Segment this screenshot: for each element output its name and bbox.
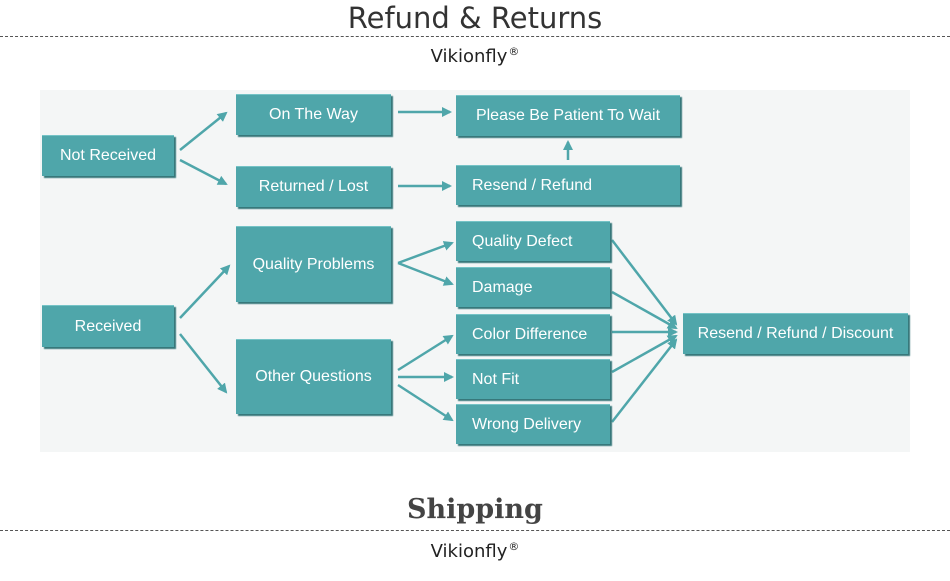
- arrow-not-received-to-returned-lost: [179, 158, 228, 186]
- footer-registered-mark: ®: [508, 540, 520, 553]
- arrow-damage-to-outcome: [611, 290, 678, 330]
- arrow-received-to-quality-problems: [179, 264, 231, 319]
- node-quality-defect: Quality Defect: [456, 221, 610, 261]
- page-title: Refund & Returns: [347, 1, 603, 35]
- node-please-wait: Please Be Patient To Wait: [456, 95, 680, 136]
- header-divider: [0, 36, 950, 37]
- node-wrong-delivery: Wrong Delivery: [456, 404, 610, 444]
- footer-brand-logo: Vikionfly®: [0, 536, 950, 563]
- arrow-not-fit-to-outcome: [611, 334, 678, 374]
- footer-brand-name: Vikionfly: [430, 541, 508, 562]
- node-resend-refund: Resend / Refund: [456, 165, 680, 205]
- node-not-received: Not Received: [42, 135, 174, 176]
- node-damage: Damage: [456, 267, 610, 307]
- node-received: Received: [42, 305, 174, 347]
- node-resend-refund-discount: Resend / Refund / Discount: [683, 313, 908, 354]
- shipping-title: Shipping: [407, 494, 543, 525]
- footer-divider: [0, 530, 950, 531]
- node-not-fit: Not Fit: [456, 359, 610, 399]
- node-color-difference: Color Difference: [456, 314, 610, 354]
- node-returned-lost: Returned / Lost: [236, 166, 391, 207]
- arrow-other-questions-to-color-difference: [397, 334, 454, 372]
- brand-logo: Vikionfly®: [0, 41, 950, 68]
- arrow-other-questions-to-wrong-delivery: [397, 383, 454, 422]
- arrow-quality-problems-to-damage: [397, 261, 454, 286]
- arrow-quality-defect-to-outcome: [611, 239, 678, 326]
- arrow-not-received-to-on-the-way: [179, 111, 228, 151]
- node-on-the-way: On The Way: [236, 94, 391, 135]
- arrow-received-to-other-questions: [179, 333, 228, 394]
- arrow-wrong-delivery-to-outcome: [611, 338, 678, 423]
- arrow-quality-problems-to-quality-defect: [397, 241, 454, 265]
- registered-mark: ®: [508, 45, 520, 58]
- node-other-questions: Other Questions: [236, 339, 391, 414]
- node-quality-problems: Quality Problems: [236, 226, 391, 302]
- brand-name: Vikionfly: [430, 46, 508, 67]
